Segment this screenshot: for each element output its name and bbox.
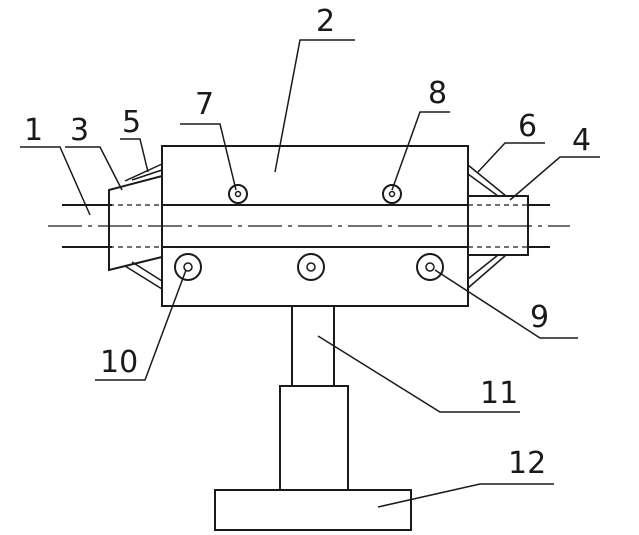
callout-2: 2 [316, 4, 335, 39]
callout-8: 8 [428, 76, 447, 111]
callout-4: 4 [572, 123, 591, 158]
upper-roller-left [228, 184, 248, 204]
right-brace [467, 164, 507, 289]
pipe [62, 204, 550, 248]
left-cone [108, 174, 163, 272]
lower-roller-middle [297, 253, 325, 281]
upper-roller-right [382, 184, 402, 204]
callout-3: 3 [70, 113, 89, 148]
left-brace [124, 163, 163, 290]
callout-5: 5 [122, 105, 141, 140]
leader-lines [20, 39, 600, 508]
lower-roller-left [174, 253, 202, 281]
callout-9: 9 [530, 300, 549, 335]
base-plate [214, 489, 412, 531]
lower-roller-right [416, 253, 444, 281]
callout-1: 1 [24, 113, 43, 148]
callout-6: 6 [518, 109, 537, 144]
callout-12: 12 [508, 446, 546, 481]
callout-10: 10 [100, 345, 138, 380]
callout-7: 7 [195, 87, 214, 122]
callout-11: 11 [480, 376, 518, 411]
callout-labels: 1 2 3 4 5 6 7 8 9 10 11 12 [24, 4, 591, 481]
support-column [279, 305, 349, 491]
